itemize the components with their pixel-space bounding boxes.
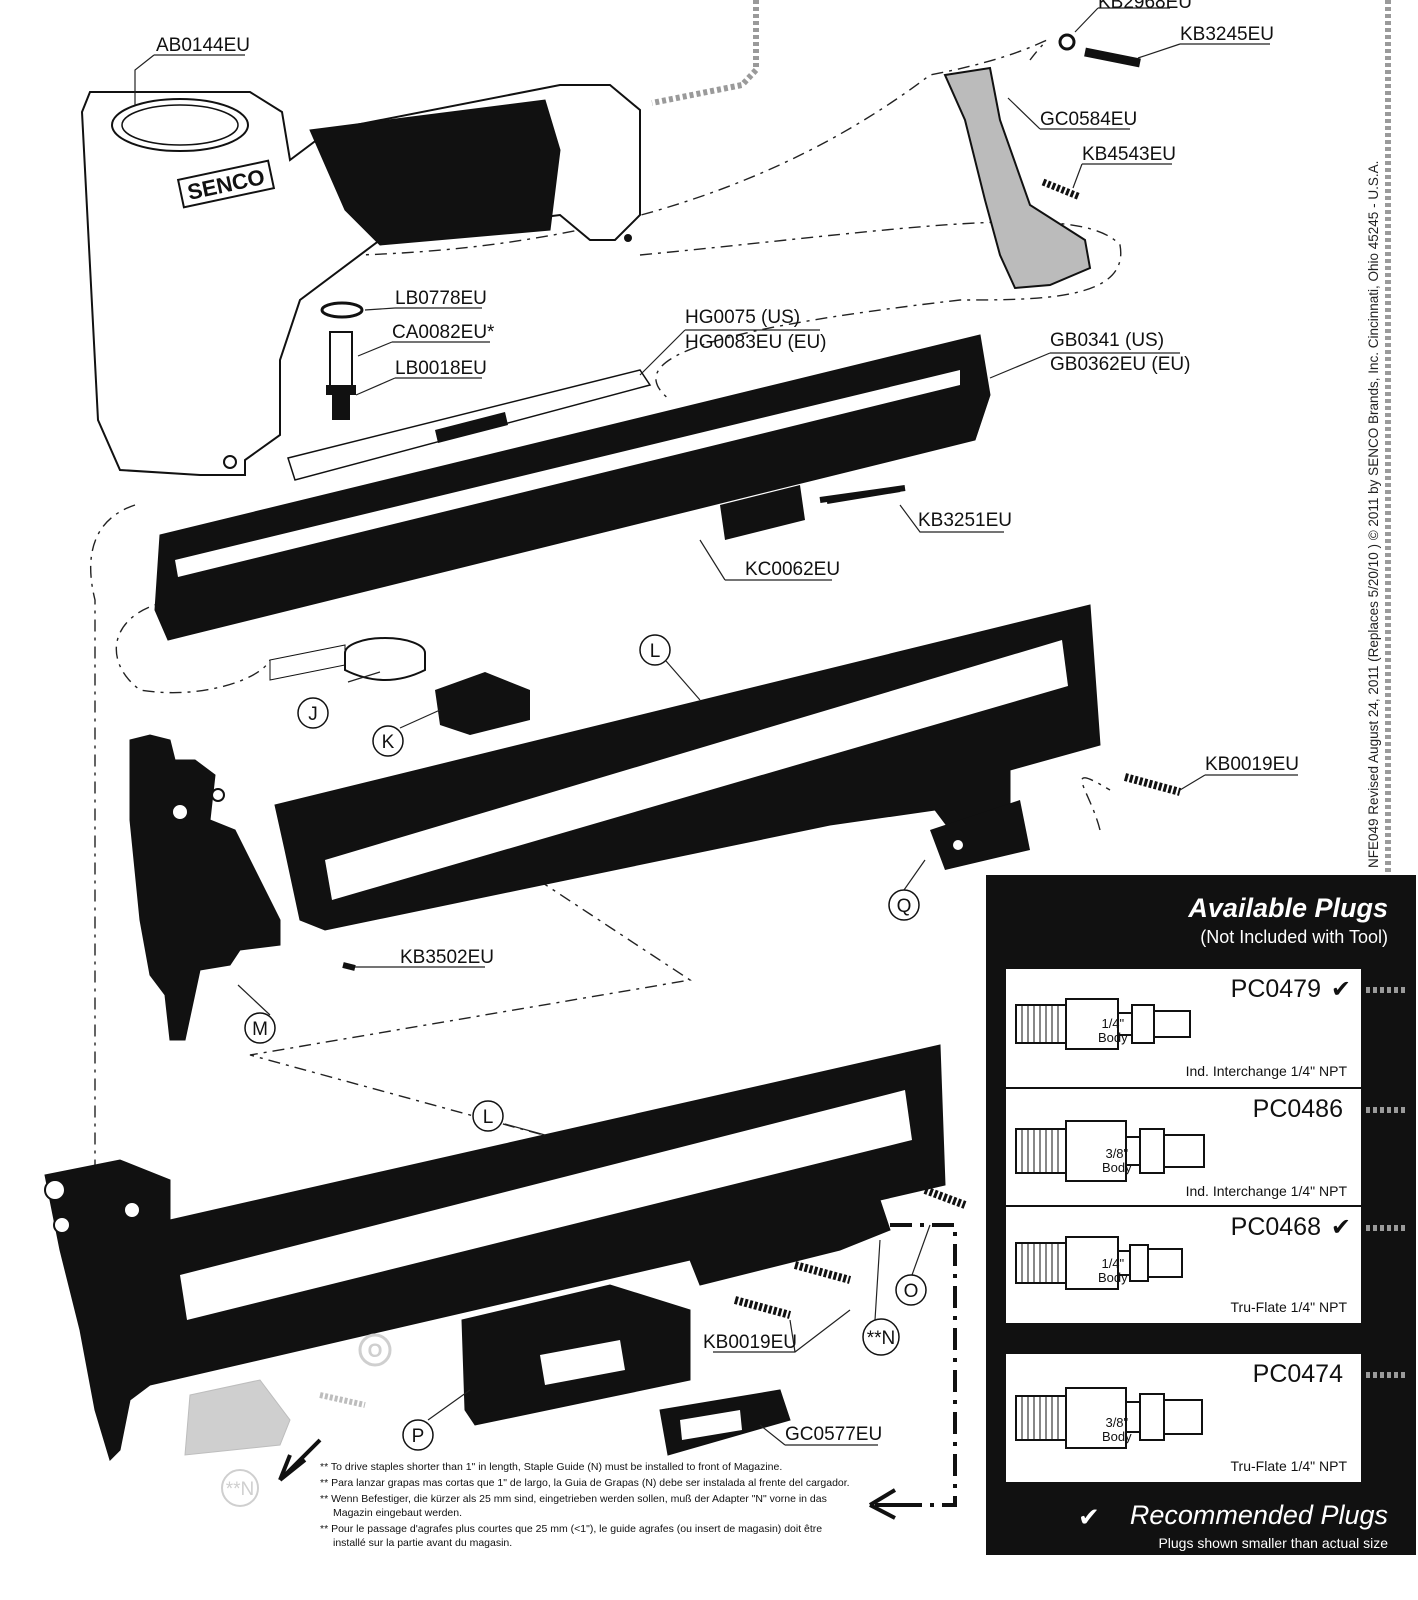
plugs-subtitle: (Not Included with Tool) <box>1200 927 1388 947</box>
plug-icon <box>1015 1387 1203 1449</box>
svg-text:J: J <box>308 704 318 725</box>
letter-callouts: L J K Q M L O **N P O **N <box>221 634 927 1507</box>
svg-text:K: K <box>382 732 395 753</box>
dotted-connector <box>1366 1372 1406 1378</box>
plug-code: PC0479 <box>1230 975 1321 1003</box>
guide-plates <box>461 1284 791 1456</box>
svg-text:Q: Q <box>897 896 912 917</box>
callout-o: O <box>895 1274 927 1306</box>
plug-description: Tru-Flate 1/4" NPT <box>1230 1458 1347 1474</box>
plug-item: PC0468 ✔ 1/4"Body Tru-Flate 1/4" NPT <box>1004 1205 1406 1325</box>
part-label-hg0083eu: HG0083EU (EU) <box>685 332 827 353</box>
svg-text:L: L <box>483 1107 494 1128</box>
svg-text:M: M <box>252 1019 268 1040</box>
plug-icon <box>1015 1236 1183 1290</box>
svg-text:**N: **N <box>867 1328 896 1349</box>
ghost-parts <box>184 1379 366 1456</box>
part-label-kb3245eu: KB3245EU <box>1180 24 1274 45</box>
plugs-title: Available Plugs <box>1188 893 1388 923</box>
note-de-1: ** Wenn Befestiger, die kürzer als 25 mm… <box>320 1493 827 1505</box>
plug-body-label: 1/4"Body <box>1098 1256 1128 1285</box>
recommended-check-icon: ✔ <box>1330 1213 1351 1241</box>
top-magazine-rail <box>154 334 991 641</box>
callout-p: P <box>402 1419 434 1451</box>
available-plugs-panel-lower: PC0474 3/8"Body Tru-Flate 1/4" NPT ✔ Rec… <box>986 1352 1416 1555</box>
plug-icon <box>1015 998 1191 1050</box>
part-label-gc0577eu: GC0577EU <box>785 1424 882 1445</box>
plug-body-label: 1/4"Body <box>1098 1016 1128 1045</box>
recommended-check-icon: ✔ <box>1078 1503 1100 1533</box>
callout-k: K <box>372 725 404 757</box>
plugs-footnote: Plugs shown smaller than actual size <box>1158 1535 1388 1551</box>
part-label-lb0778eu: LB0778EU <box>395 288 487 309</box>
svg-text:O: O <box>368 1341 383 1362</box>
tool-body: SENCO <box>80 84 641 476</box>
valve-parts <box>320 301 364 420</box>
part-label-gc0584eu: GC0584EU <box>1040 109 1137 130</box>
dotted-connector <box>1366 1107 1406 1113</box>
plug-item: PC0486 3/8"Body Ind. Interchange 1/4" NP… <box>1004 1087 1406 1209</box>
dotted-connector <box>1366 1225 1406 1231</box>
plug-description: Tru-Flate 1/4" NPT <box>1230 1299 1347 1315</box>
part-label-gb0362eu: GB0362EU (EU) <box>1050 354 1190 375</box>
part-label-hg0075: HG0075 (US) <box>685 307 800 328</box>
plug-code: PC0486 <box>1252 1095 1343 1123</box>
magazine-channel-bottom <box>44 1044 946 1461</box>
available-plugs-panel: Available Plugs (Not Included with Tool)… <box>986 875 1416 1360</box>
part-label-lb0018eu: LB0018EU <box>395 358 487 379</box>
plug-body-label: 3/8"Body <box>1102 1415 1132 1444</box>
leader-lines <box>134 7 1298 1446</box>
label-strip <box>287 369 652 481</box>
part-label-kb3502eu: KB3502EU <box>400 947 494 968</box>
callout-j: J <box>297 697 329 729</box>
part-label-kc0062eu: KC0062EU <box>745 559 840 580</box>
callout-m: M <box>244 1012 276 1044</box>
callout-q: Q <box>888 889 920 921</box>
part-label-ab0144eu: AB0144EU <box>156 35 250 56</box>
plug-item: PC0479 ✔ 1/4"Body Ind. Interchange 1/4" … <box>1004 967 1406 1089</box>
dotted-connector <box>1366 987 1406 993</box>
note-fr-2: installé sur la partie avant du magasin. <box>333 1537 512 1549</box>
note-en: ** To drive staples shorter than 1" in l… <box>320 1461 782 1473</box>
note-fr-1: ** Pour le passage d'agrafes plus courte… <box>320 1523 822 1535</box>
note-de-2: Magazin eingebaut werden. <box>333 1507 462 1519</box>
document-revision-text: NFE049 Revised August 24, 2011 (Replaces… <box>1366 161 1381 868</box>
plug-icon <box>1015 1120 1205 1182</box>
magazine-channel-top <box>274 604 1101 931</box>
front-guide-top <box>129 734 281 1041</box>
part-label-ca0082eu: CA0082EU* <box>392 322 495 343</box>
callout-o-ghost: O <box>358 1333 392 1367</box>
svg-text:O: O <box>904 1281 919 1302</box>
recommended-plugs-label: Recommended Plugs <box>1129 1500 1388 1530</box>
callout-n-ghost: **N <box>221 1469 259 1507</box>
bracket-assembly <box>943 33 1141 290</box>
svg-text:L: L <box>650 641 661 662</box>
callout-l-top: L <box>639 634 671 666</box>
plug-item: PC0474 3/8"Body Tru-Flate 1/4" NPT <box>1004 1352 1406 1484</box>
plug-code: PC0468 <box>1230 1213 1321 1241</box>
part-label-kb3251eu: KB3251EU <box>918 510 1012 531</box>
note-es: ** Para lanzar grapas mas cortas que 1" … <box>320 1477 850 1489</box>
part-label-gb0341: GB0341 (US) <box>1050 330 1164 351</box>
part-label-kb0019eu-bottom: KB0019EU <box>703 1332 797 1353</box>
plug-description: Ind. Interchange 1/4" NPT <box>1185 1183 1347 1199</box>
pusher-parts <box>269 637 530 735</box>
note-arrow <box>278 1438 322 1482</box>
callout-l-bottom: L <box>472 1100 504 1132</box>
plug-body-label: 3/8"Body <box>1102 1146 1132 1175</box>
plug-description: Ind. Interchange 1/4" NPT <box>1185 1063 1347 1079</box>
part-label-kb2968eu: KB2968EU <box>1098 0 1192 13</box>
svg-text:P: P <box>412 1426 425 1447</box>
part-labels: KB2968EU KB3245EU AB0144EU GC0584EU KB45… <box>156 0 1299 1445</box>
callout-n: **N <box>862 1318 900 1356</box>
plug-code: PC0474 <box>1252 1360 1343 1388</box>
part-label-kb4543eu: KB4543EU <box>1082 144 1176 165</box>
svg-text:**N: **N <box>226 1479 255 1500</box>
part-label-kb0019eu-top: KB0019EU <box>1205 754 1299 775</box>
staple-guide-notes: ** To drive staples shorter than 1" in l… <box>320 1461 850 1549</box>
screws <box>342 488 1182 1319</box>
recommended-check-icon: ✔ <box>1330 975 1351 1003</box>
